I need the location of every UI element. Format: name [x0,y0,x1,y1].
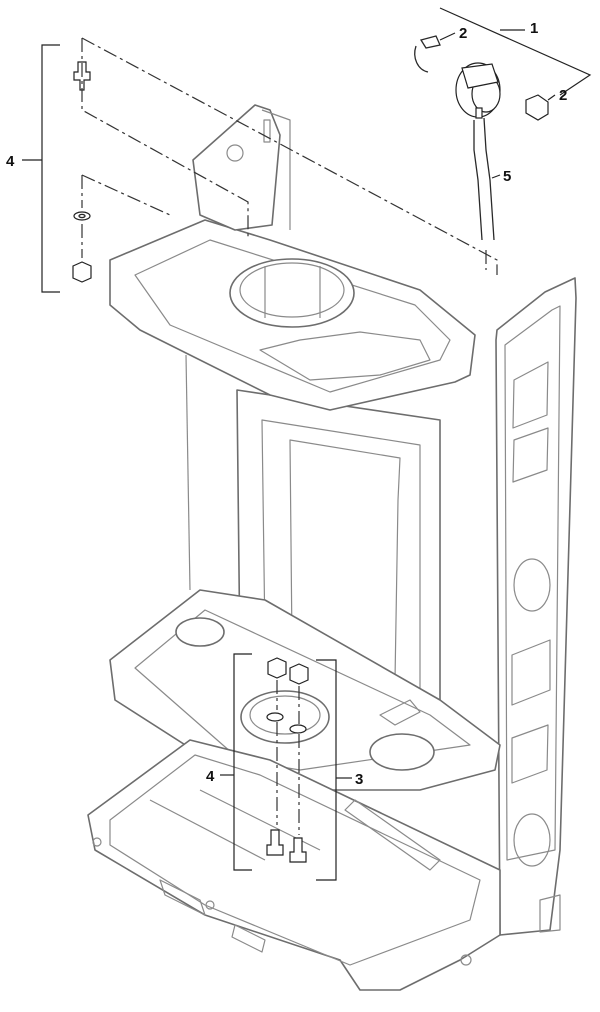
pressure-switch-assembly [414,35,549,241]
callout-5: 5 [503,168,511,185]
lower-electrode-parts [266,657,309,863]
callout-2-right: 2 [559,87,567,104]
callout-4-bottom: 4 [206,768,215,785]
callout-labels: 1 2 2 5 4 4 3 [6,20,567,788]
callout-leaders [22,7,592,881]
callout-4-top: 4 [6,153,15,170]
callout-2-top: 2 [459,25,467,42]
callout-3: 3 [355,771,363,788]
callout-1: 1 [530,20,538,37]
assembly-guide-lines [81,37,498,835]
boiler-chassis-frame [87,104,577,991]
